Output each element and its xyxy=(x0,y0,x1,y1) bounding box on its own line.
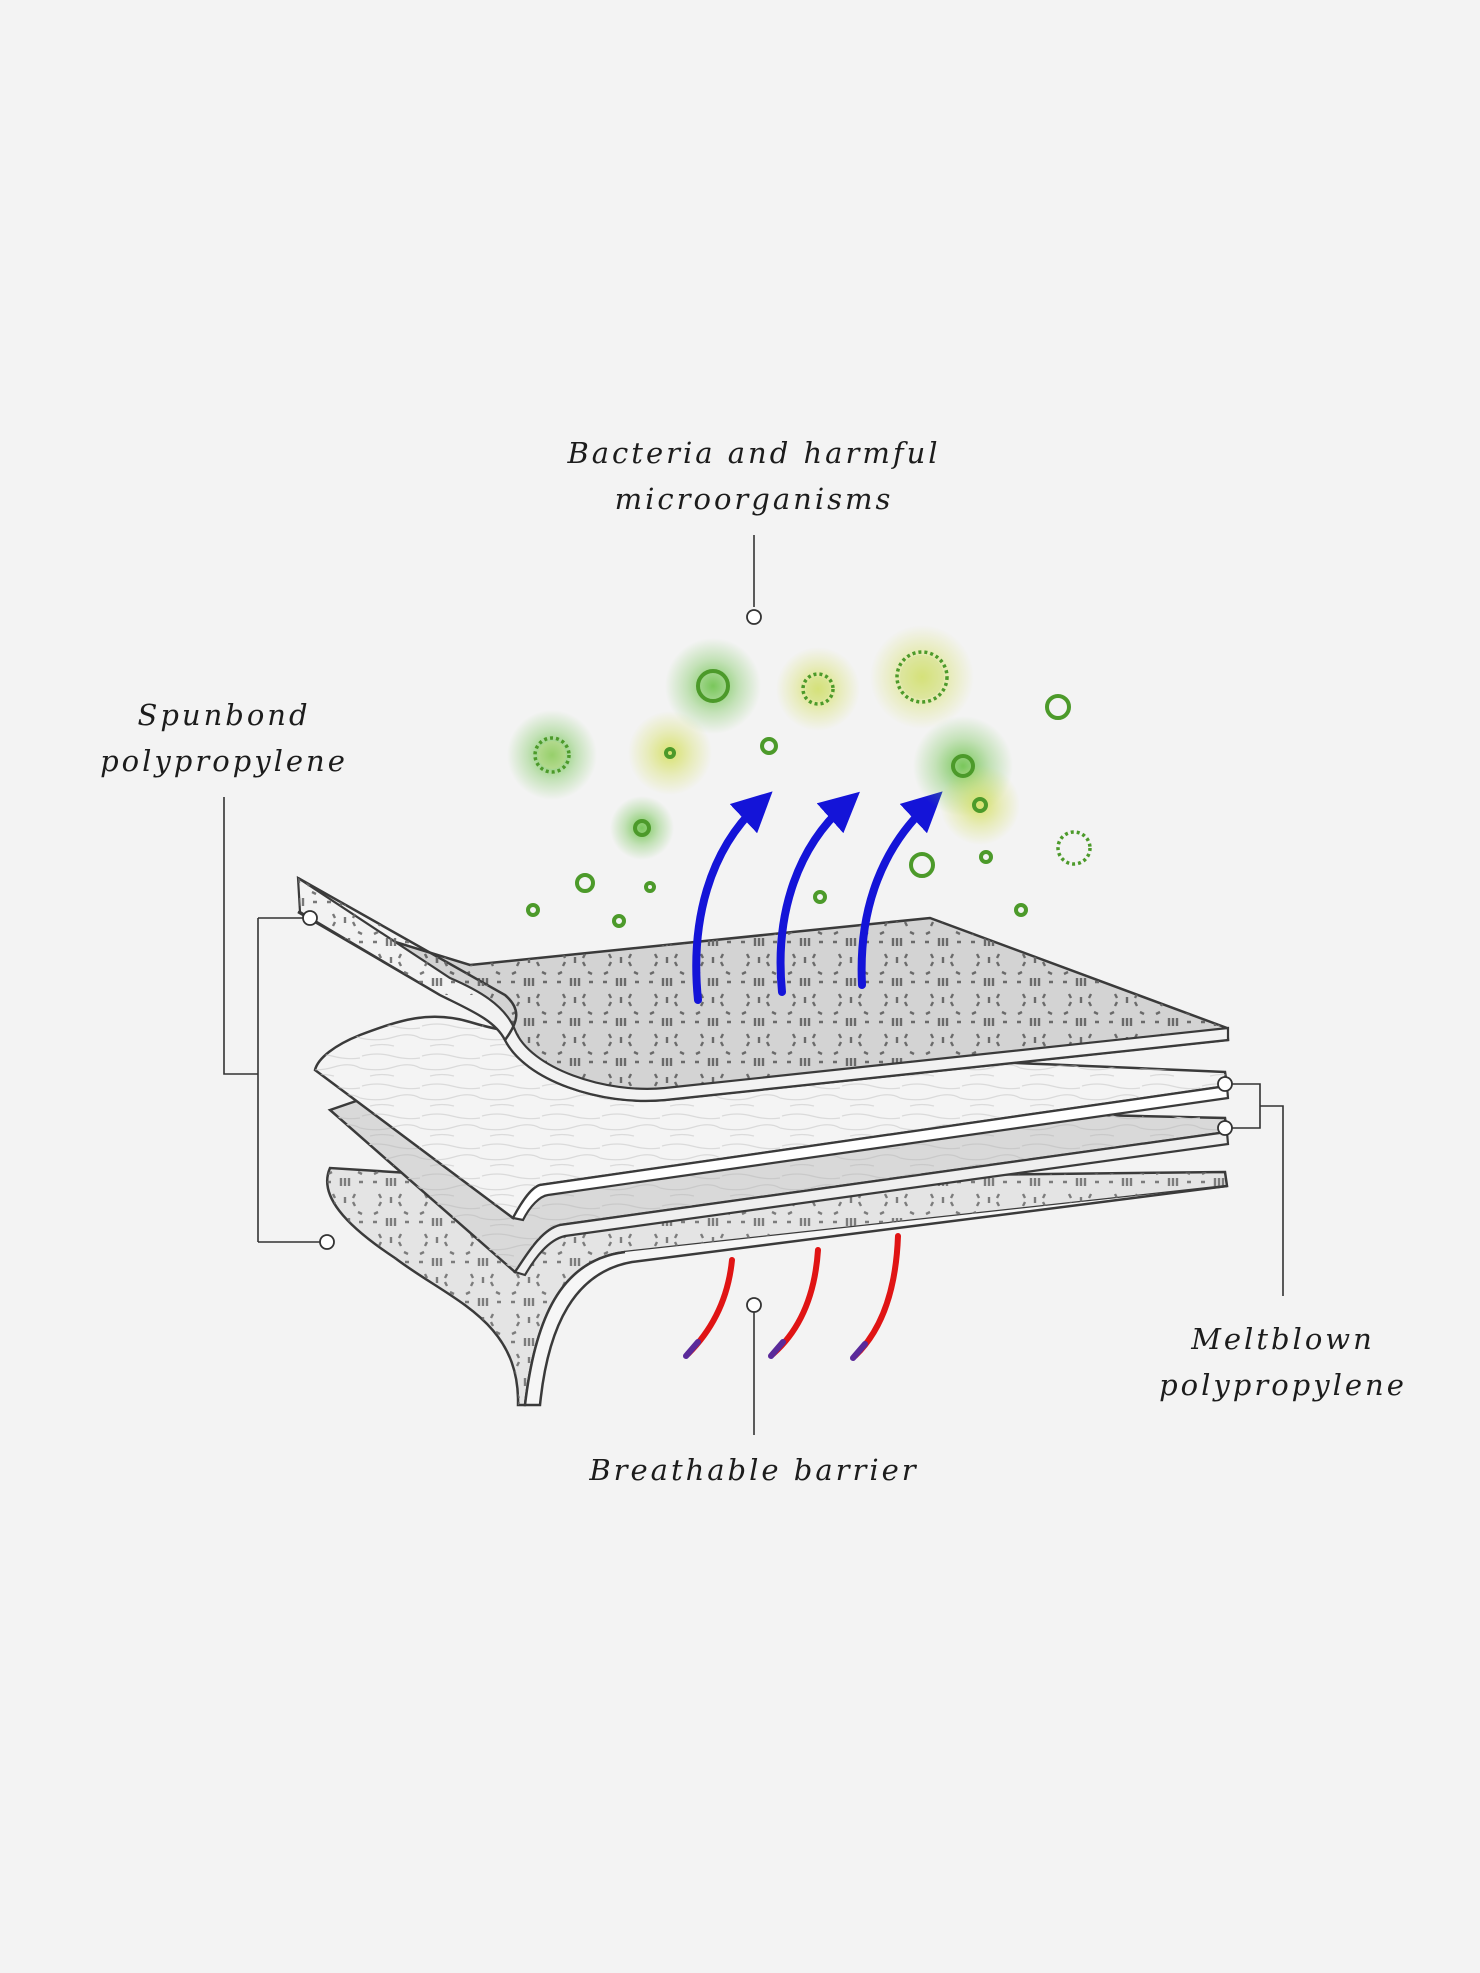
spunbond-label: Spunbond polypropylene xyxy=(94,692,354,784)
airflow-out-arrows xyxy=(692,791,943,1004)
spunbond-top-pointer-dot xyxy=(302,910,318,926)
meltblown-label: Meltblown polypropylene xyxy=(1153,1316,1413,1408)
microbe-icon xyxy=(1014,903,1028,917)
spunbond-label-line1: Spunbond xyxy=(137,698,311,732)
microorganisms-label-line1: Bacteria and harmful xyxy=(567,436,941,470)
microorganisms-label-line2: microorganisms xyxy=(614,482,894,516)
meltblown-label-line1: Meltblown xyxy=(1191,1322,1375,1356)
breathable-pointer-dot xyxy=(746,1297,762,1313)
airflow-out-arrow-icon xyxy=(776,791,860,996)
airflow-in-line-icon xyxy=(770,1247,821,1357)
spunbond-bottom-pointer-dot xyxy=(319,1234,335,1250)
microbe-icon xyxy=(633,819,651,837)
microbe-icon xyxy=(664,747,676,759)
microbe-icon xyxy=(526,903,540,917)
spiky-microbe-icon xyxy=(801,672,835,706)
airflow-in-lines xyxy=(683,1233,901,1361)
microbe-icon xyxy=(612,914,626,928)
microorganisms-label: Bacteria and harmful microorganisms xyxy=(554,430,954,522)
meltblown-upper-pointer-dot xyxy=(1217,1076,1233,1092)
top-spunbond-layer xyxy=(296,875,1230,1103)
breathable-label: Breathable barrier xyxy=(584,1447,924,1493)
spiky-microbe-icon xyxy=(1056,830,1092,866)
leader-lines xyxy=(223,535,1284,1435)
meltblown-label-line2: polypropylene xyxy=(1159,1368,1407,1402)
spunbond-label-line2: polypropylene xyxy=(100,744,348,778)
microbe-icon xyxy=(760,737,778,755)
spiky-microbe-icon xyxy=(895,650,949,704)
microbe-icon xyxy=(1045,694,1071,720)
microorganisms-pointer-dot xyxy=(746,609,762,625)
airflow-in-line-icon xyxy=(852,1233,901,1359)
microbe-icon xyxy=(972,797,988,813)
microbe-icon xyxy=(909,852,935,878)
microbe-icon xyxy=(813,890,827,904)
spiky-microbe-icon xyxy=(533,736,571,774)
meltblown-lower-pointer-dot xyxy=(1217,1120,1233,1136)
airflow-out-arrow-icon xyxy=(857,791,943,989)
microbe-icon xyxy=(951,754,975,778)
microbe-icon xyxy=(644,881,656,893)
microbe-icon xyxy=(575,873,595,893)
leader-dots xyxy=(302,609,1233,1313)
airflow-out-arrow-icon xyxy=(692,791,773,1004)
microbe-icon xyxy=(979,850,993,864)
breathable-label-line1: Breathable barrier xyxy=(589,1453,919,1487)
microbe-icon xyxy=(696,669,730,703)
airflow-in-line-icon xyxy=(685,1257,735,1357)
microorganisms-cloud xyxy=(507,625,1092,928)
